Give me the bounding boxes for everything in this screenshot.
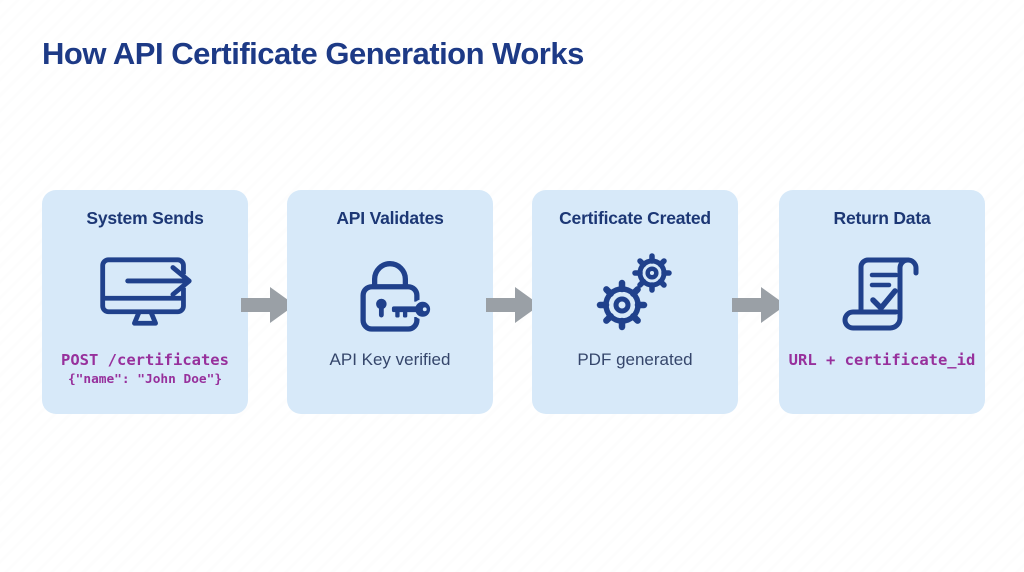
scroll-check-icon: [779, 238, 985, 346]
step-card-certificate-created: Certificate Created: [532, 190, 738, 414]
arrow-right-icon: [732, 285, 786, 325]
step-card-return-data: Return Data URL + certificate_id: [779, 190, 985, 414]
monitor-send-icon: [42, 238, 248, 346]
step-caption: PDF generated: [532, 350, 738, 370]
step-card-system-sends: System Sends POST /certificates {"name":…: [42, 190, 248, 414]
caption-text: PDF generated: [577, 350, 693, 369]
step-caption: POST /certificates {"name": "John Doe"}: [42, 350, 248, 389]
step-title: API Validates: [336, 208, 444, 228]
step-caption: URL + certificate_id: [779, 350, 985, 371]
step-card-api-validates: API Validates API: [287, 190, 493, 414]
code-line: {"name": "John Doe"}: [67, 371, 223, 387]
step-title: Return Data: [833, 208, 931, 228]
page-title: How API Certificate Generation Works: [42, 36, 584, 71]
arrow-right-icon: [486, 285, 540, 325]
code-line: POST /certificates: [61, 351, 229, 369]
lock-key-icon: [287, 238, 493, 346]
step-caption: API Key verified: [287, 350, 493, 370]
step-title: Certificate Created: [559, 208, 711, 228]
caption-text: API Key verified: [329, 350, 451, 369]
gears-icon: [532, 238, 738, 346]
step-title: System Sends: [86, 208, 204, 228]
arrow-right-icon: [241, 285, 295, 325]
code-line: URL + certificate_id: [788, 351, 976, 369]
